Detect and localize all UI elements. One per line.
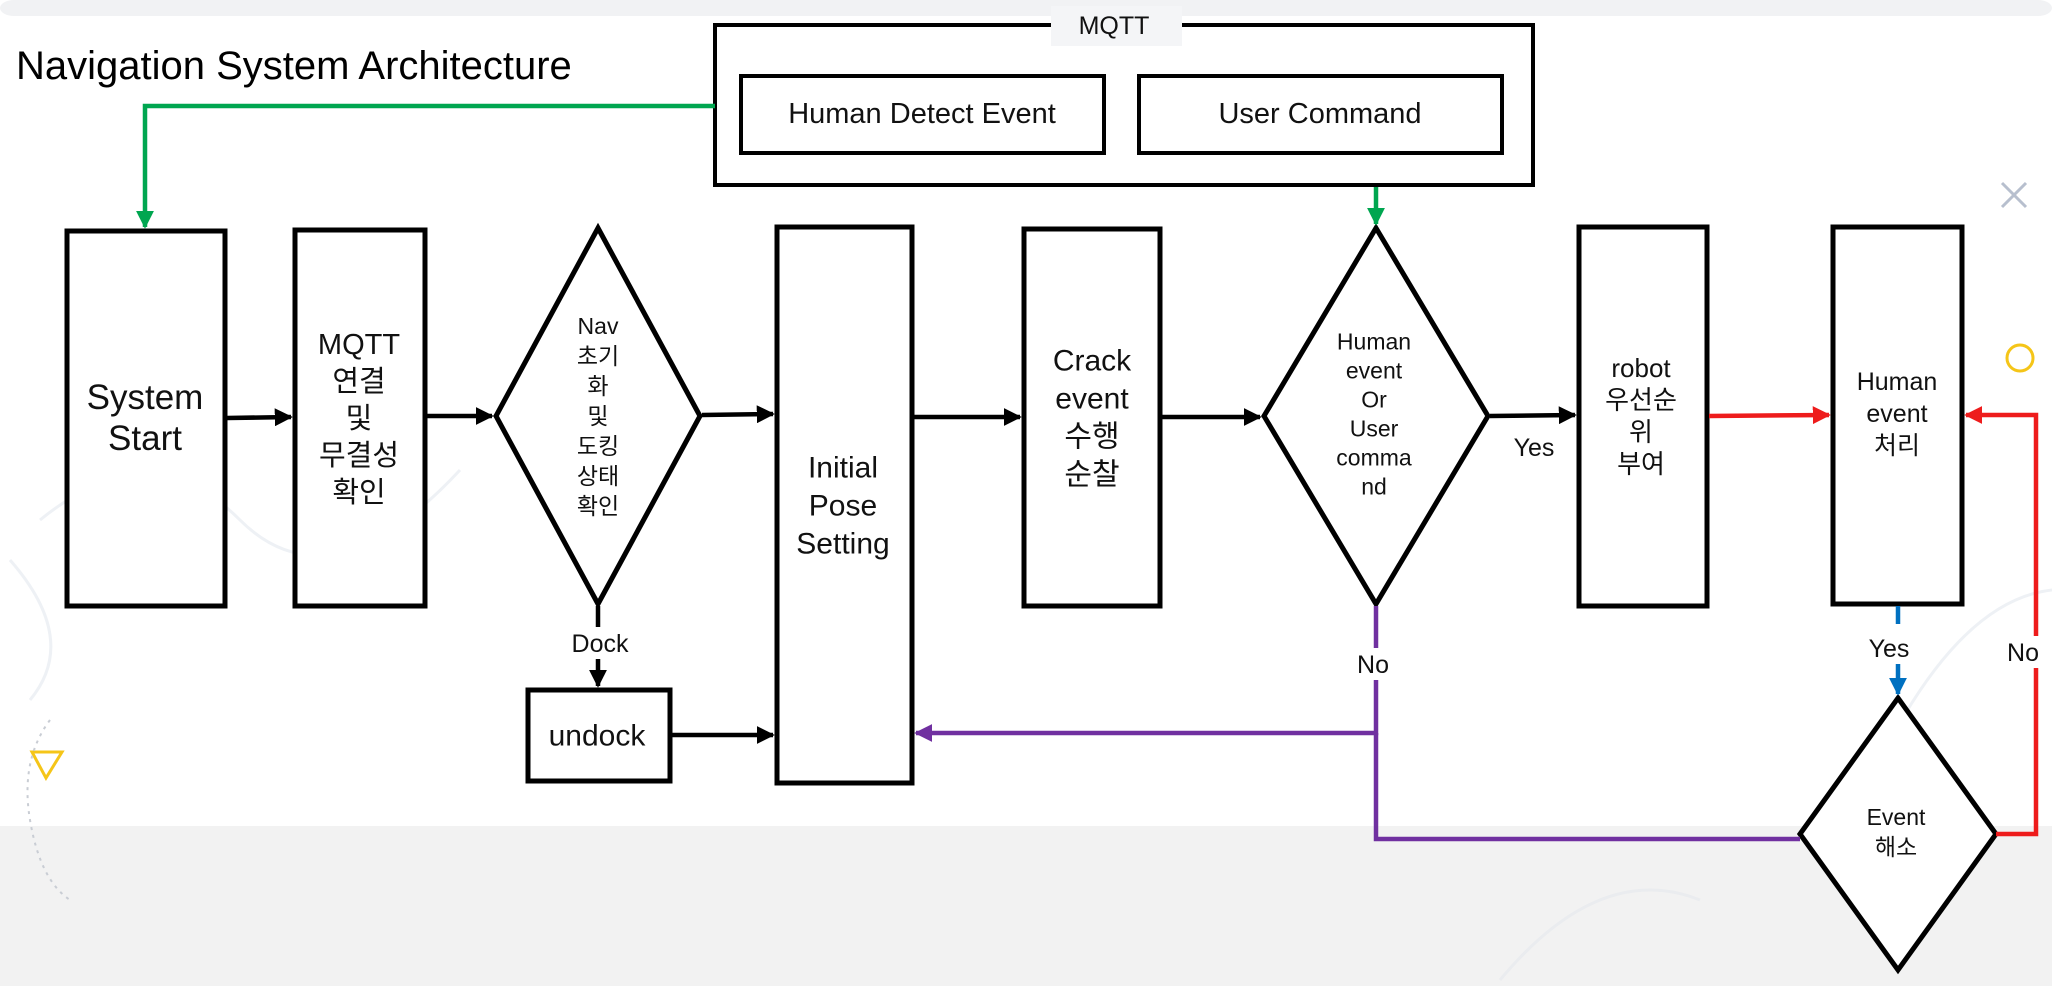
event-resolve-label-line: Event: [1867, 804, 1926, 830]
yes-label: Yes: [1869, 635, 1910, 663]
mqtt-item-box: [739, 74, 1106, 155]
mqtt-item-box: [1137, 74, 1504, 155]
crack-event-label-line: 수행: [1064, 421, 1119, 454]
no-label: No: [2007, 639, 2039, 667]
user-command-label: User Command: [1218, 98, 1421, 130]
nav-init-label-line: 초기: [577, 343, 619, 369]
edge-label-background: [1350, 648, 1402, 680]
circle-icon: [2005, 343, 2035, 373]
robot-priority-label-line: robot: [1611, 353, 1671, 383]
human-or-user-label-line: Or: [1361, 387, 1387, 413]
robot-priority-label-line: 위: [1629, 417, 1653, 447]
edge-system-start-to-mqtt: [226, 408, 293, 427]
mqtt-connect-label-line: 및: [346, 403, 373, 435]
crack-event-label-line: Crack: [1053, 345, 1132, 378]
edge-mqtt-to-system-start: [136, 103, 715, 229]
initial-pose-node: [774, 224, 915, 786]
human-event-label-line: Human: [1857, 368, 1938, 396]
crack-event-label-line: 순찰: [1064, 459, 1119, 492]
human-event-label-line: event: [1866, 400, 1927, 428]
nodes-layer: [64, 222, 2000, 975]
edge-label-background: [560, 627, 638, 659]
no-label: No: [1357, 651, 1389, 679]
system-start-label-line: System: [87, 378, 204, 417]
yes-label: Yes: [1514, 434, 1555, 462]
nav-init-label-line: 확인: [577, 493, 619, 519]
human-or-user-decision: [1261, 223, 1491, 609]
close-icon: [2000, 181, 2028, 209]
mqtt-label-background: [1051, 6, 1182, 46]
human-event-node: [1830, 224, 1965, 607]
edge-nav-init-to-initial-pose: [701, 405, 775, 424]
event-resolve-label-line: 해소: [1875, 834, 1917, 860]
edge-event-resolve-no-to-human-event: [1964, 406, 2039, 837]
human-or-user-label-line: nd: [1361, 474, 1387, 500]
robot-priority-node: [1576, 224, 1710, 609]
event-resolve-label: Event 해소: [1867, 804, 1926, 860]
crack-event-label-line: event: [1055, 383, 1129, 416]
nav-init-label-line: 상태: [577, 463, 619, 489]
mqtt-connect-node: [292, 227, 428, 609]
mqtt-connect-label-line: MQTT: [318, 329, 400, 361]
triangle-icon: [29, 750, 65, 782]
crack-event-node: [1021, 226, 1163, 609]
undock-label: undock: [549, 720, 647, 753]
system-start-label-line: Start: [108, 419, 182, 458]
edge-decision-no-to-initial-pose: [914, 606, 1379, 742]
nav-init-label-line: Nav: [578, 313, 619, 339]
robot-priority-label-line: 부여: [1617, 449, 1665, 479]
edge-robot-priority-to-human-event: [1708, 406, 1831, 425]
robot-priority-label-line: 우선순: [1605, 385, 1677, 415]
page-title: Navigation System Architecture: [16, 44, 572, 88]
human-or-user-label-line: User: [1350, 416, 1399, 442]
event-resolve-decision: [1796, 693, 2000, 975]
initial-pose-label-line: Setting: [796, 528, 889, 561]
dotted-curve-decor: [26, 719, 71, 901]
initial-pose-label-line: Pose: [809, 490, 877, 523]
mqtt-connect-label-line: 무결성: [319, 440, 399, 472]
system-start-node: [64, 228, 228, 609]
mqtt-group-label: MQTT: [1079, 12, 1150, 40]
human-or-user-label-line: comma: [1336, 445, 1412, 471]
undock-node: [525, 687, 673, 784]
nav-init-label-line: 화: [587, 373, 608, 399]
initial-pose-label-line: Initial: [808, 452, 878, 485]
undock-label-line: undock: [549, 720, 647, 753]
edge-label-background: [1866, 632, 1930, 664]
mqtt-connect-label-line: 확인: [332, 476, 385, 509]
human-or-user-label-line: Human: [1337, 329, 1411, 355]
mqtt-connect-label-line: 연결: [332, 366, 385, 398]
edge-labels: Dock Yes No Yes No: [560, 434, 2051, 680]
human-event-label-line: 처리: [1874, 432, 1920, 460]
human-or-user-label-line: event: [1346, 358, 1403, 384]
nav-init-label-line: 도킹: [577, 433, 619, 459]
human-event-label: Human event 처리: [1857, 368, 1938, 460]
nav-init-label-line: 및: [587, 403, 608, 429]
edge-label-background: [2003, 636, 2051, 668]
edge-event-resolve-to-no-branch: [1373, 733, 1800, 842]
dock-label: Dock: [572, 630, 629, 658]
nav-init-decision: [493, 222, 703, 610]
human-detect-event-label: Human Detect Event: [788, 98, 1056, 130]
mqtt-group: MQTT Human Detect Event User Command: [713, 6, 1535, 187]
edge-decision-yes-to-robot-priority: [1489, 406, 1577, 425]
